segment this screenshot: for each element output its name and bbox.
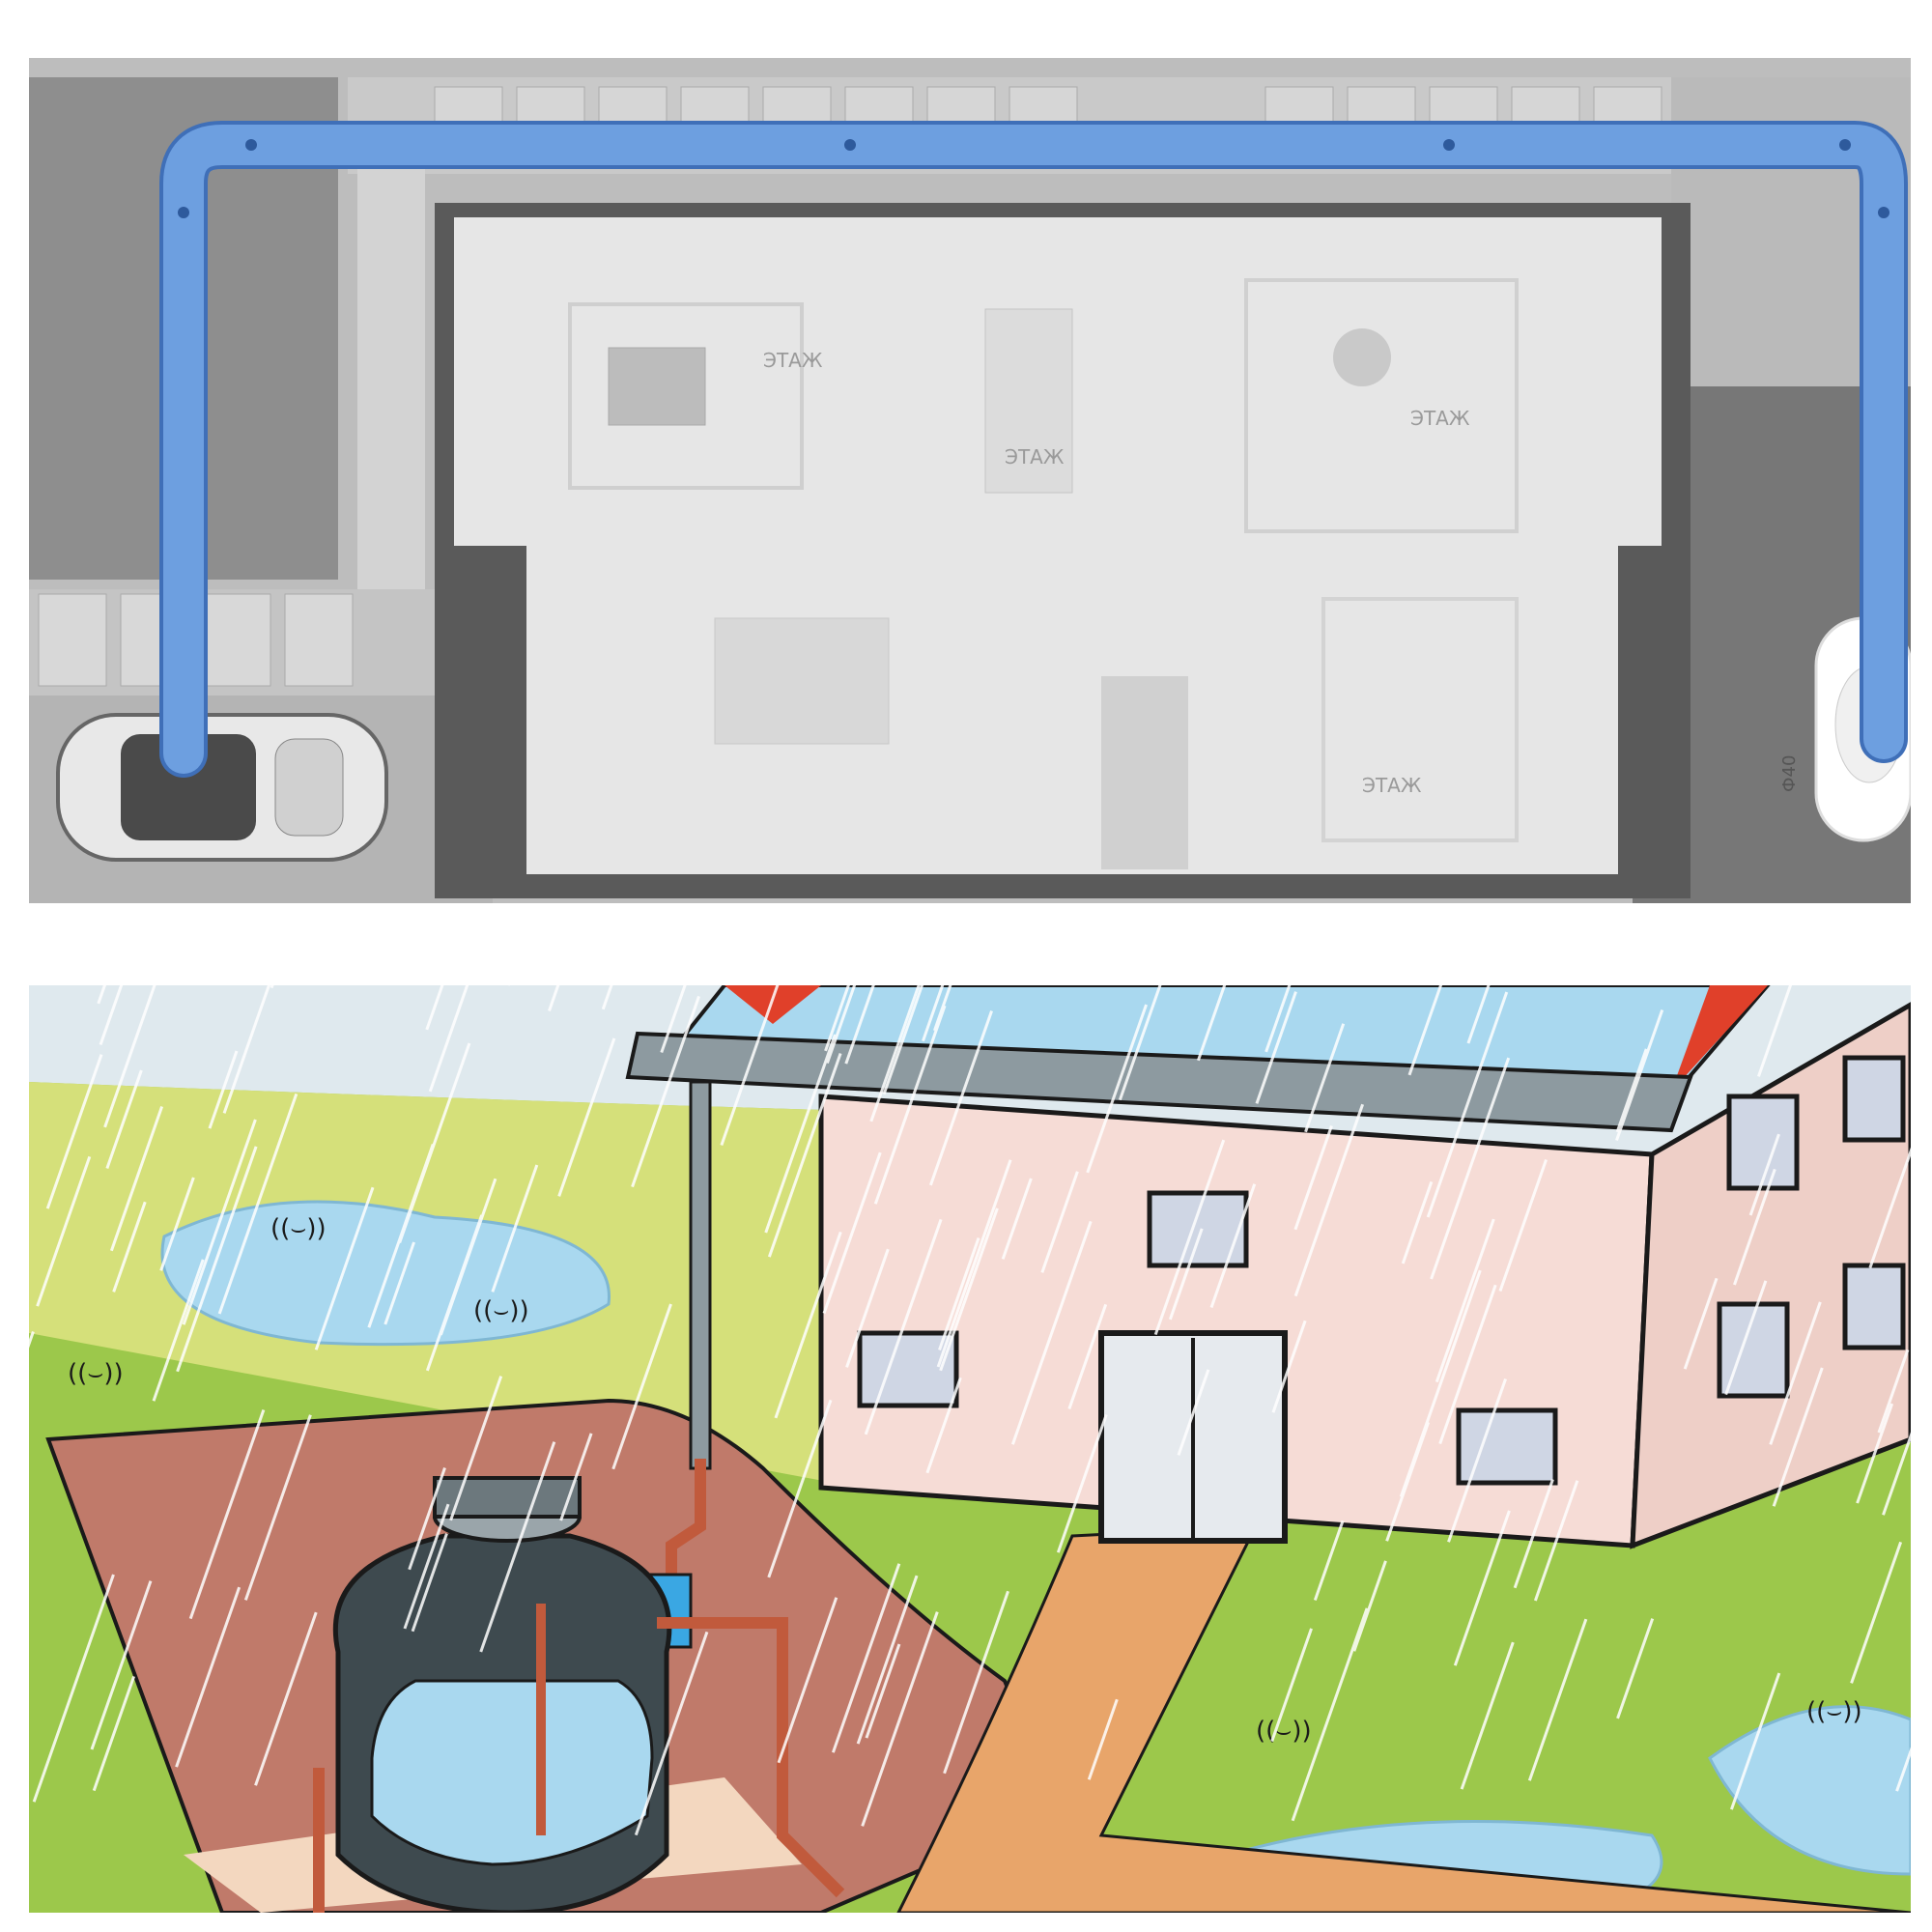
left-walkway bbox=[357, 164, 425, 589]
svg-text:((⌣)): ((⌣)) bbox=[68, 1359, 124, 1388]
svg-text:((⌣)): ((⌣)) bbox=[1806, 1697, 1862, 1726]
window bbox=[1729, 1096, 1797, 1188]
floor-plan-svg: ЭТАЖ ЭТАЖ ЭТАЖ ЭТАЖ Ф40 bbox=[29, 58, 1911, 903]
car-icon bbox=[58, 715, 386, 860]
window bbox=[1845, 1265, 1903, 1348]
svg-text:((⌣)): ((⌣)) bbox=[270, 1214, 327, 1243]
svg-text:((⌣)): ((⌣)) bbox=[1256, 1717, 1312, 1746]
svg-text:((⌣)): ((⌣)) bbox=[473, 1296, 529, 1325]
window bbox=[1150, 1193, 1246, 1265]
tank-water bbox=[372, 1681, 652, 1864]
plan-room-label: ЭТАЖ bbox=[1362, 774, 1422, 797]
rain-harvest-illustration: ((⌣)) ((⌣)) ((⌣)) ((⌣)) ((⌣)) bbox=[29, 985, 1911, 1913]
pipe-diameter-label: Ф40 bbox=[1779, 755, 1800, 792]
plan-room-label: ЭТАЖ bbox=[763, 349, 823, 372]
rain-scene-svg: ((⌣)) ((⌣)) ((⌣)) ((⌣)) ((⌣)) bbox=[29, 985, 1911, 1913]
window bbox=[1845, 1058, 1903, 1140]
plan-room-label: ЭТАЖ bbox=[1410, 407, 1470, 430]
floor-plan-panel: ЭТАЖ ЭТАЖ ЭТАЖ ЭТАЖ Ф40 bbox=[29, 58, 1911, 903]
house-plan: ЭТАЖ ЭТАЖ ЭТАЖ ЭТАЖ bbox=[435, 203, 1690, 898]
left-pavers bbox=[29, 589, 444, 696]
plan-room-label: ЭТАЖ bbox=[1005, 445, 1065, 469]
